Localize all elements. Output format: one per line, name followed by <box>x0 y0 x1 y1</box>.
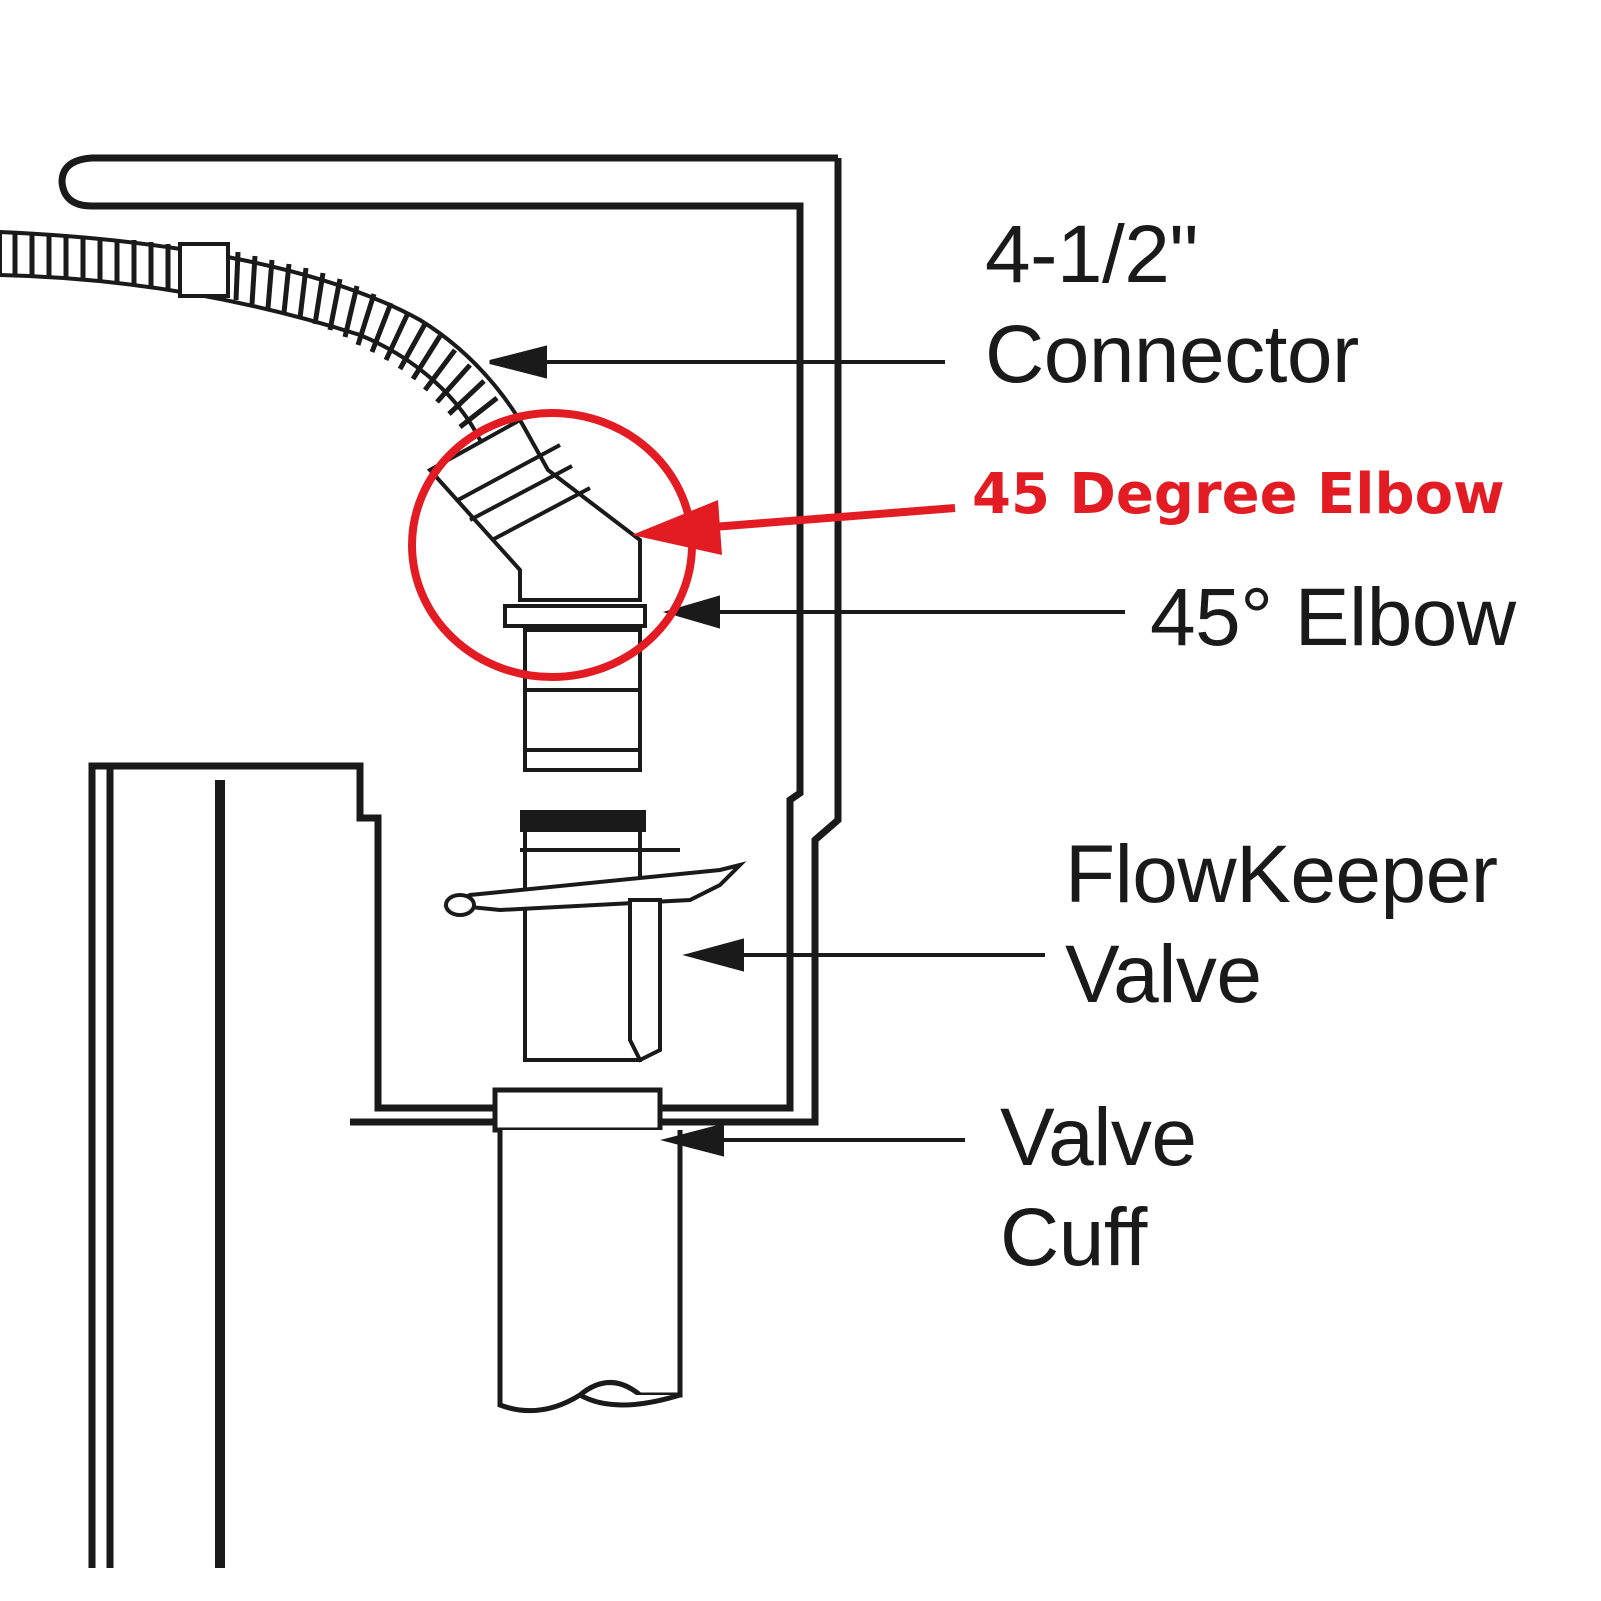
cuff-label-line1: Valve <box>1000 1092 1197 1183</box>
callout-label: 45 Degree Elbow <box>972 462 1505 527</box>
connector-label: 4-1/2" Connector <box>985 205 1359 405</box>
pointer-arrows <box>489 345 1125 1157</box>
flowkeeper-label-line1: FlowKeeper <box>1065 829 1498 920</box>
connector-label-size: 4-1/2" <box>985 209 1199 300</box>
cuff-label-line2: Cuff <box>1000 1192 1147 1284</box>
elbow-label: 45° Elbow <box>1150 572 1516 663</box>
highlight-arrow <box>699 504 956 532</box>
flowkeeper-valve-part <box>442 861 747 1063</box>
flowkeeper-label: FlowKeeper Valve <box>1065 825 1498 1025</box>
drain-hose <box>0 229 549 474</box>
flowkeeper-label-line2: Valve <box>1065 929 1262 1021</box>
highlight-arrowhead <box>632 500 722 555</box>
cuff-label: Valve Cuff <box>1000 1088 1197 1288</box>
elbow-fitting <box>426 417 647 628</box>
connector-label-name: Connector <box>985 309 1359 401</box>
valve-cuff-part <box>492 1087 683 1414</box>
highlight-callout-marks <box>408 409 956 681</box>
coupling-pipe <box>520 628 680 1062</box>
